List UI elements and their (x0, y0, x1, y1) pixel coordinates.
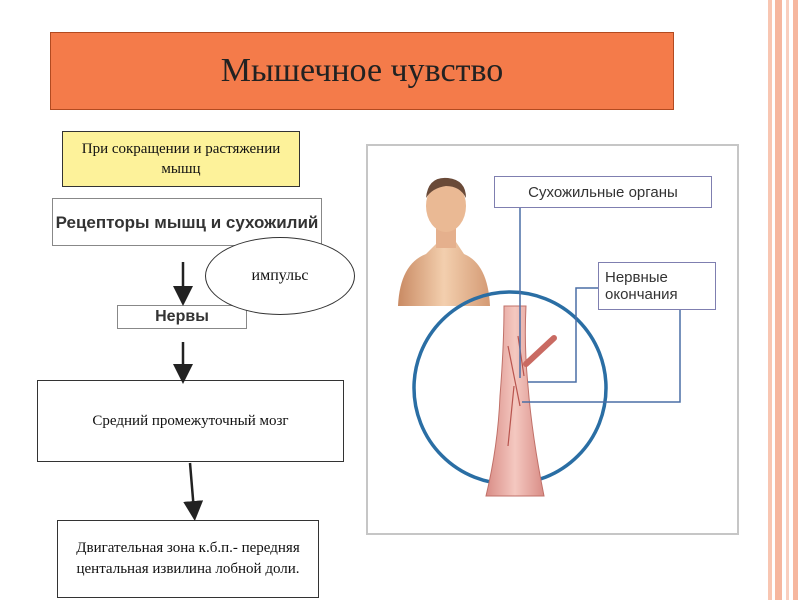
human-figure-icon (398, 177, 490, 306)
tendon-organs-text: Сухожильные органы (528, 183, 678, 201)
nerve-leader-line-1 (528, 287, 598, 383)
tendon-illustration: Сухожильные органы Нервные окончания (366, 144, 739, 535)
muscle-tendon-icon (485, 305, 557, 497)
arrow-brain-to-motor (183, 462, 204, 521)
motor-zone-text: Двигательная зона к.б.п.- передняя цента… (76, 540, 300, 577)
impulse-ellipse: импульс (205, 237, 355, 315)
receptors-box: Рецепторы мышц и сухожилий (52, 198, 322, 246)
nerve-leader-line-2 (522, 310, 681, 403)
receptors-text: Рецепторы мышц и сухожилий (55, 212, 319, 232)
motor-zone-box: Двигательная зона к.б.п.- передняя цента… (57, 520, 319, 598)
decorative-stripes (762, 0, 800, 600)
page-title: Мышечное чувство (220, 52, 504, 89)
nerves-box: Нервы (117, 305, 247, 329)
nerve-endings-label: Нервные окончания (598, 262, 716, 310)
brain-box: Средний промежуточный мозг (37, 380, 344, 462)
brain-text: Средний промежуточный мозг (92, 412, 289, 429)
condition-box: При сокращении и растяжении мышц (62, 131, 300, 187)
anatomy-drawing (398, 177, 681, 497)
nerve-endings-text: Нервные окончания (605, 269, 678, 303)
condition-text: При сокращении и растяжении мышц (81, 141, 281, 177)
impulse-text: импульс (251, 267, 309, 284)
nerves-text: Нервы (155, 308, 209, 325)
tendon-organs-label: Сухожильные органы (494, 176, 712, 208)
title-banner: Мышечное чувство (50, 32, 674, 110)
